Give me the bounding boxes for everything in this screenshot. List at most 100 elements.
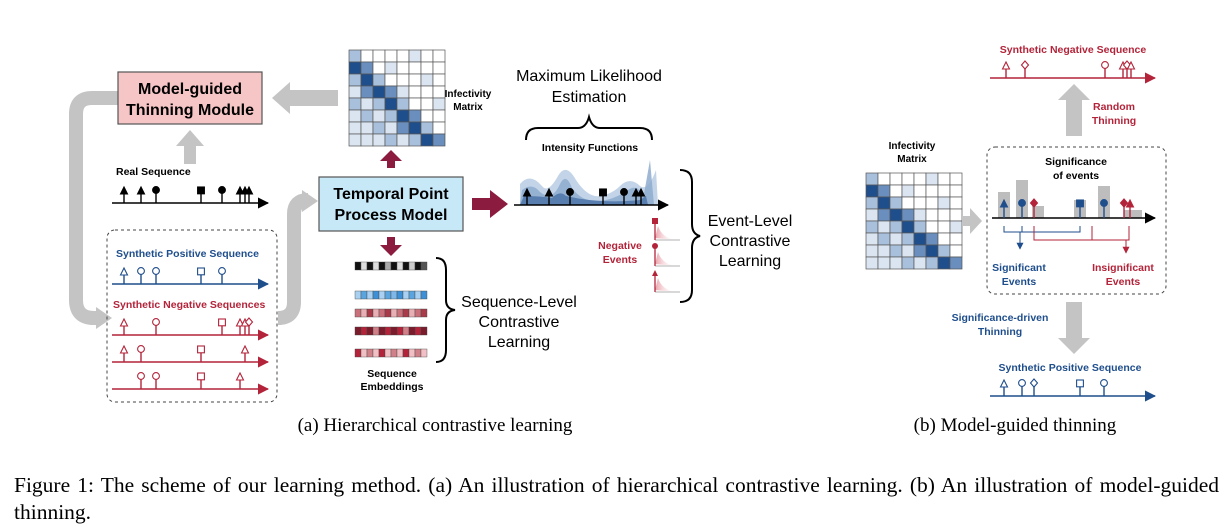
embedding-cell — [354, 308, 362, 318]
intensity-event — [522, 187, 532, 205]
matrix-b-cell — [877, 232, 891, 246]
sequence-embeddings — [354, 261, 428, 358]
mle-label-1: Maximum Likelihood — [516, 68, 662, 85]
matrix-a-cell — [372, 61, 386, 75]
matrix-a-cell — [432, 121, 446, 135]
matrix-a-cell — [360, 85, 374, 99]
matrix-b-cell — [865, 232, 879, 246]
real-sequence-label: Real Sequence — [116, 166, 191, 178]
embedding-cell — [354, 261, 362, 271]
matrix-b-cell — [937, 184, 951, 198]
matrix-b-cell — [913, 196, 927, 210]
real-to-thinning-arrow — [176, 130, 204, 164]
embedding-cell — [420, 261, 428, 271]
matrix-b-cell — [901, 196, 915, 210]
matrix-a-cell — [396, 49, 410, 63]
subcaption-b: (b) Model-guided thinning — [914, 415, 1117, 436]
matrix-a-cell — [408, 121, 422, 135]
infectivity-label-b2: Matrix — [897, 154, 927, 165]
matrix-b-cell — [937, 196, 951, 210]
matrix-b-cell — [937, 208, 951, 222]
matrix-a-cell — [384, 73, 398, 87]
embedding-cell — [366, 326, 374, 336]
tpp-model-box — [318, 176, 464, 232]
matrix-b-cell — [913, 232, 927, 246]
matrix-b-cell — [865, 244, 879, 258]
embedding-cell — [420, 348, 428, 358]
loop-arrow-head-bottom — [96, 307, 112, 329]
matrix-a-cell — [420, 73, 434, 87]
matrix-b-cell — [889, 232, 903, 246]
embedding-cell — [366, 308, 374, 318]
negative-events-marks — [652, 218, 680, 293]
embedding-cell — [408, 348, 416, 358]
matrix-a-cell — [396, 85, 410, 99]
matrix-a-cell — [420, 49, 434, 63]
insignificant-events-label-2: Events — [1106, 276, 1141, 288]
matrix-b-cell — [889, 256, 903, 270]
real-event — [244, 185, 254, 203]
matrix-a-cell — [348, 97, 362, 111]
infectivity-label-a1: Infectivity — [445, 89, 492, 100]
embedding-cell — [360, 290, 368, 300]
matrix-a-cell — [348, 121, 362, 135]
matrix-a-cell — [348, 49, 362, 63]
negative-event — [119, 344, 129, 362]
positive-event — [137, 267, 145, 284]
synthetic-positive-label: Synthetic Positive Sequence — [116, 248, 259, 260]
matrix-b-cell — [865, 256, 879, 270]
embedding-cell — [378, 348, 386, 358]
positive-event — [218, 267, 226, 284]
significance-bar — [1032, 206, 1044, 218]
tpp-to-matrix-arrow — [380, 150, 402, 168]
matrix-a-cell — [408, 61, 422, 75]
intensity-event — [599, 188, 607, 205]
matrix-b-cell — [925, 232, 939, 246]
embedding-cell — [372, 348, 380, 358]
mle-brace — [525, 113, 653, 141]
matrix-b-cell — [877, 172, 891, 186]
embedding-cell — [360, 348, 368, 358]
embedding-cell — [396, 326, 404, 336]
matrix-a-cell — [420, 85, 434, 99]
negative-event — [137, 372, 145, 389]
matrix-a-cell — [372, 73, 386, 87]
matrix-a-cell — [348, 133, 362, 147]
matrix-a-cell — [420, 109, 434, 123]
embedding-cell — [384, 348, 392, 358]
real-event — [119, 185, 129, 203]
matrix-a-cell — [360, 49, 374, 63]
thinning-module-label-1: Model-guided — [138, 81, 242, 98]
figure-caption: Figure 1: The scheme of our learning met… — [14, 473, 1219, 524]
negative-events-label-1: Negative — [598, 240, 642, 252]
matrix-a-cell — [360, 121, 374, 135]
random-thinning-label-1: Random — [1093, 101, 1135, 113]
embedding-cell — [402, 290, 410, 300]
matrix-a-cell — [408, 97, 422, 111]
embedding-cell — [360, 308, 368, 318]
matrix-a-cell — [408, 73, 422, 87]
synthetic-negatives-label: Synthetic Negative Sequences — [113, 299, 265, 311]
embedding-cell — [384, 308, 392, 318]
thinning-module-box — [117, 71, 263, 125]
insignificant-events-label-1: Insignificant — [1092, 262, 1154, 274]
matrix-b-cell — [901, 244, 915, 258]
embedding-cell — [360, 261, 368, 271]
matrix-b-cell — [901, 208, 915, 222]
matrix-b-cell — [877, 184, 891, 198]
matrix-b-cell — [889, 172, 903, 186]
b-positive-event — [1076, 379, 1084, 396]
negative-sequence-events — [119, 317, 254, 389]
intensity-event — [620, 188, 628, 205]
matrix-a-cell — [420, 61, 434, 75]
embedding-cell — [402, 326, 410, 336]
matrix-b-cell — [877, 196, 891, 210]
significance-label-1: Significance — [1045, 156, 1107, 168]
embedding-cell — [354, 348, 362, 358]
embedding-cell — [408, 326, 416, 336]
significance-event — [1100, 199, 1108, 218]
intensity-functions-label: Intensity Functions — [542, 142, 638, 154]
matrix-b-cell — [865, 208, 879, 222]
matrix-a-cell — [360, 61, 374, 75]
embedding-cell — [414, 290, 422, 300]
